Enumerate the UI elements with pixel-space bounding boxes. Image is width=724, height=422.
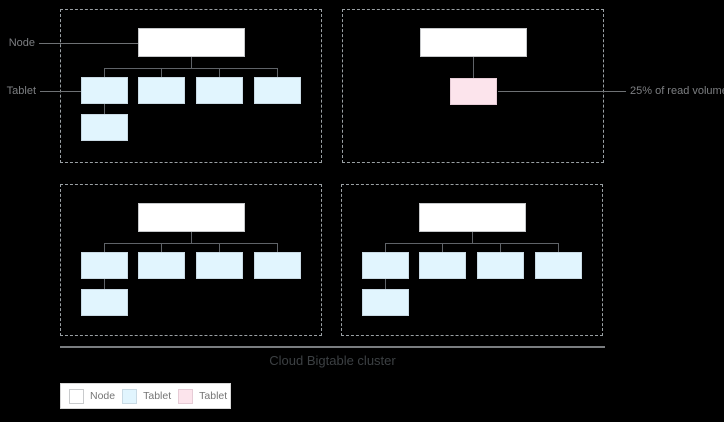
connector-line: [277, 68, 278, 78]
legend-item-tablet: Tablet: [122, 388, 172, 404]
tablet-box: [138, 77, 185, 104]
tablet-box: [477, 252, 524, 279]
connector-line: [104, 279, 105, 290]
tablet-box: [138, 252, 185, 279]
connector-line: [161, 68, 162, 78]
node-callout-label: Node: [8, 37, 35, 49]
node-box: [138, 203, 245, 232]
node-group-top-left: [60, 9, 322, 163]
connector-line: [104, 68, 278, 69]
tablet-box: [196, 77, 243, 104]
connector-line: [472, 232, 473, 243]
connector-line: [161, 243, 162, 253]
connector-line: [104, 243, 278, 244]
legend: Node Tablet Tablet: [60, 383, 231, 409]
tablet-box: [254, 77, 301, 104]
connector-line: [385, 243, 559, 244]
connector-line: [442, 243, 443, 253]
tablet-box: [81, 289, 128, 316]
node-box: [419, 203, 526, 232]
legend-item-node: Node: [69, 388, 116, 404]
read-volume-leader-line: [498, 91, 626, 92]
legend-label: Node: [90, 390, 116, 402]
connector-line: [500, 243, 501, 253]
read-volume-callout-label: 25% of read volume: [630, 85, 724, 97]
connector-line: [219, 68, 220, 78]
node-group-top-right: [342, 9, 604, 163]
connector-line: [473, 57, 474, 78]
tablet-box: [81, 77, 128, 104]
connector-line: [385, 279, 386, 290]
legend-label: Tablet: [143, 390, 172, 402]
node-box: [420, 28, 527, 57]
tablet-box: [362, 289, 409, 316]
cluster-baseline: [60, 346, 605, 348]
connector-line: [385, 243, 386, 253]
tablet-leader-line: [40, 91, 81, 92]
legend-item-hot-tablet: Tablet: [178, 388, 228, 404]
hot-tablet-box: [450, 78, 497, 105]
hot-tablet-swatch: [178, 388, 194, 404]
connector-line: [219, 243, 220, 253]
tablet-callout-label: Tablet: [6, 85, 36, 97]
tablet-swatch: [122, 388, 138, 404]
connector-line: [558, 243, 559, 253]
connector-line: [277, 243, 278, 253]
node-box: [138, 28, 245, 57]
connector-line: [191, 232, 192, 243]
tablet-box: [81, 114, 128, 141]
connector-line: [104, 68, 105, 78]
node-swatch: [69, 388, 84, 404]
tablet-box: [362, 252, 409, 279]
legend-label: Tablet: [199, 390, 228, 402]
node-group-bottom-left: [60, 184, 322, 336]
connector-line: [104, 243, 105, 253]
tablet-box: [81, 252, 128, 279]
tablet-box: [196, 252, 243, 279]
node-group-bottom-right: [341, 184, 603, 336]
cluster-title: Cloud Bigtable cluster: [269, 353, 396, 368]
tablet-box: [535, 252, 582, 279]
tablet-box: [419, 252, 466, 279]
connector-line: [104, 104, 105, 115]
node-leader-line: [39, 43, 138, 44]
tablet-box: [254, 252, 301, 279]
connector-line: [191, 57, 192, 68]
